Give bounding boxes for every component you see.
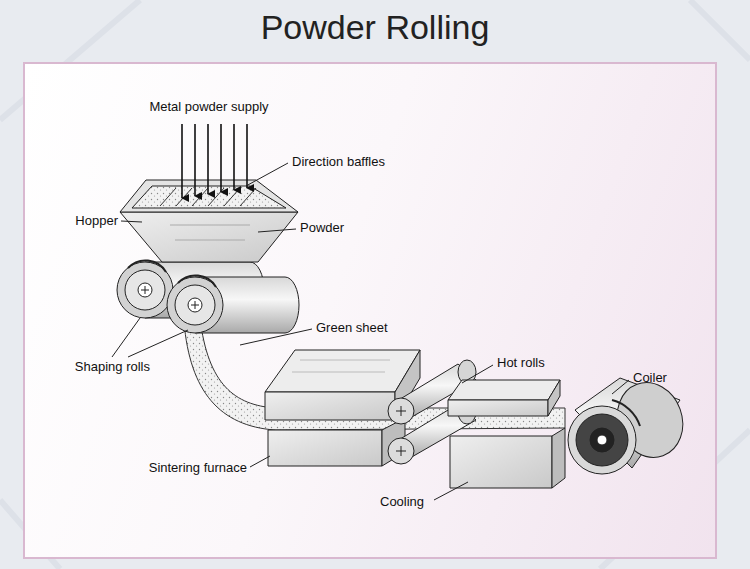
part-label: Shaping rolls	[75, 359, 150, 375]
part-label: Hot rolls	[497, 355, 545, 371]
part-label: Metal powder supply	[149, 99, 268, 115]
part-label: Sintering furnace	[149, 460, 247, 476]
part-label: Cooling	[380, 494, 424, 510]
part-label: Coiler	[633, 370, 667, 386]
part-label: Powder	[300, 220, 344, 236]
part-label: Hopper	[75, 213, 118, 229]
slide-title: Powder Rolling	[0, 8, 750, 47]
part-label: Green sheet	[316, 320, 388, 336]
part-label: Direction baffles	[292, 154, 385, 170]
